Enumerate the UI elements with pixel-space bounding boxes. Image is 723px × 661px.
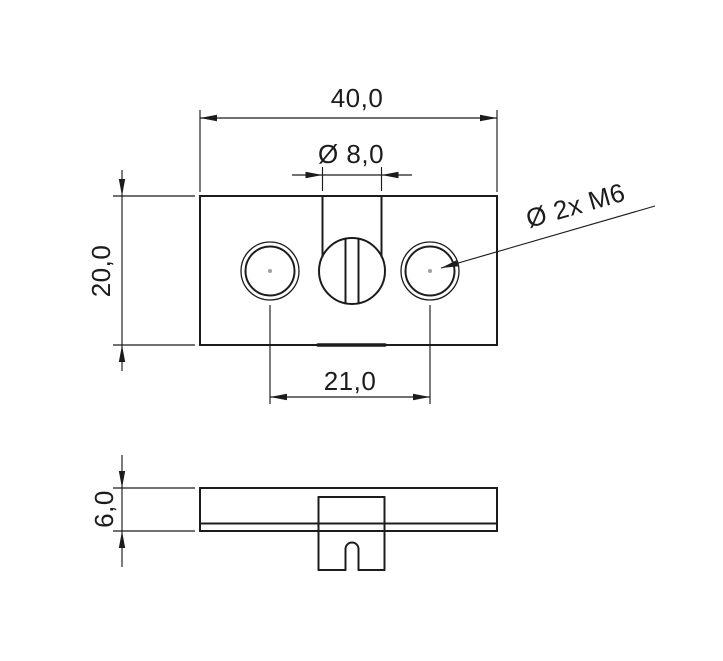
center-bore-circle <box>318 237 386 305</box>
dim-spacing-arrow-right <box>413 393 430 401</box>
dim-overall-height-label: 20,0 <box>86 245 116 298</box>
dim-thickness-arrow-bottom <box>118 531 126 548</box>
dim-height-arrow-bottom <box>118 345 126 362</box>
side-plate-outline <box>199 487 498 532</box>
right-hole-center-mark <box>428 269 432 273</box>
dim-width-arrow-right <box>480 114 497 122</box>
dim-plate-thickness: 6,0 <box>89 455 195 567</box>
dim-slot-arrow-left <box>305 171 323 179</box>
thread-callout-label: Ø 2x M6 <box>522 177 628 234</box>
dim-overall-height: 20,0 <box>86 170 195 371</box>
side-view <box>199 487 498 571</box>
dim-overall-width-label: 40,0 <box>331 83 384 113</box>
left-hole-thread-circle <box>240 241 300 301</box>
dim-plate-thickness-label: 6,0 <box>89 490 119 528</box>
right-hole-circle <box>404 245 456 297</box>
tab-notch <box>344 541 360 571</box>
dim-slot-diameter: Ø 8,0 <box>292 139 412 191</box>
dim-height-arrow-top <box>118 179 126 196</box>
dim-slot-arrow-right <box>381 171 399 179</box>
left-hole-circle <box>244 245 296 297</box>
thread-callout-arrow <box>441 260 459 268</box>
dim-slot-diameter-label: Ø 8,0 <box>318 139 384 169</box>
left-hole-center-mark <box>268 269 272 273</box>
dim-spacing-arrow-left <box>270 393 287 401</box>
dim-overall-width: 40,0 <box>199 83 498 192</box>
dim-thickness-arrow-top <box>118 471 126 488</box>
thread-callout-leader <box>440 205 656 269</box>
dim-hole-spacing-label: 21,0 <box>324 366 377 396</box>
top-view <box>199 195 498 347</box>
right-hole-thread-circle <box>400 241 460 301</box>
thread-callout: Ø 2x M6 <box>440 177 656 269</box>
dim-hole-spacing: 21,0 <box>269 305 431 404</box>
dim-width-arrow-left <box>200 114 217 122</box>
